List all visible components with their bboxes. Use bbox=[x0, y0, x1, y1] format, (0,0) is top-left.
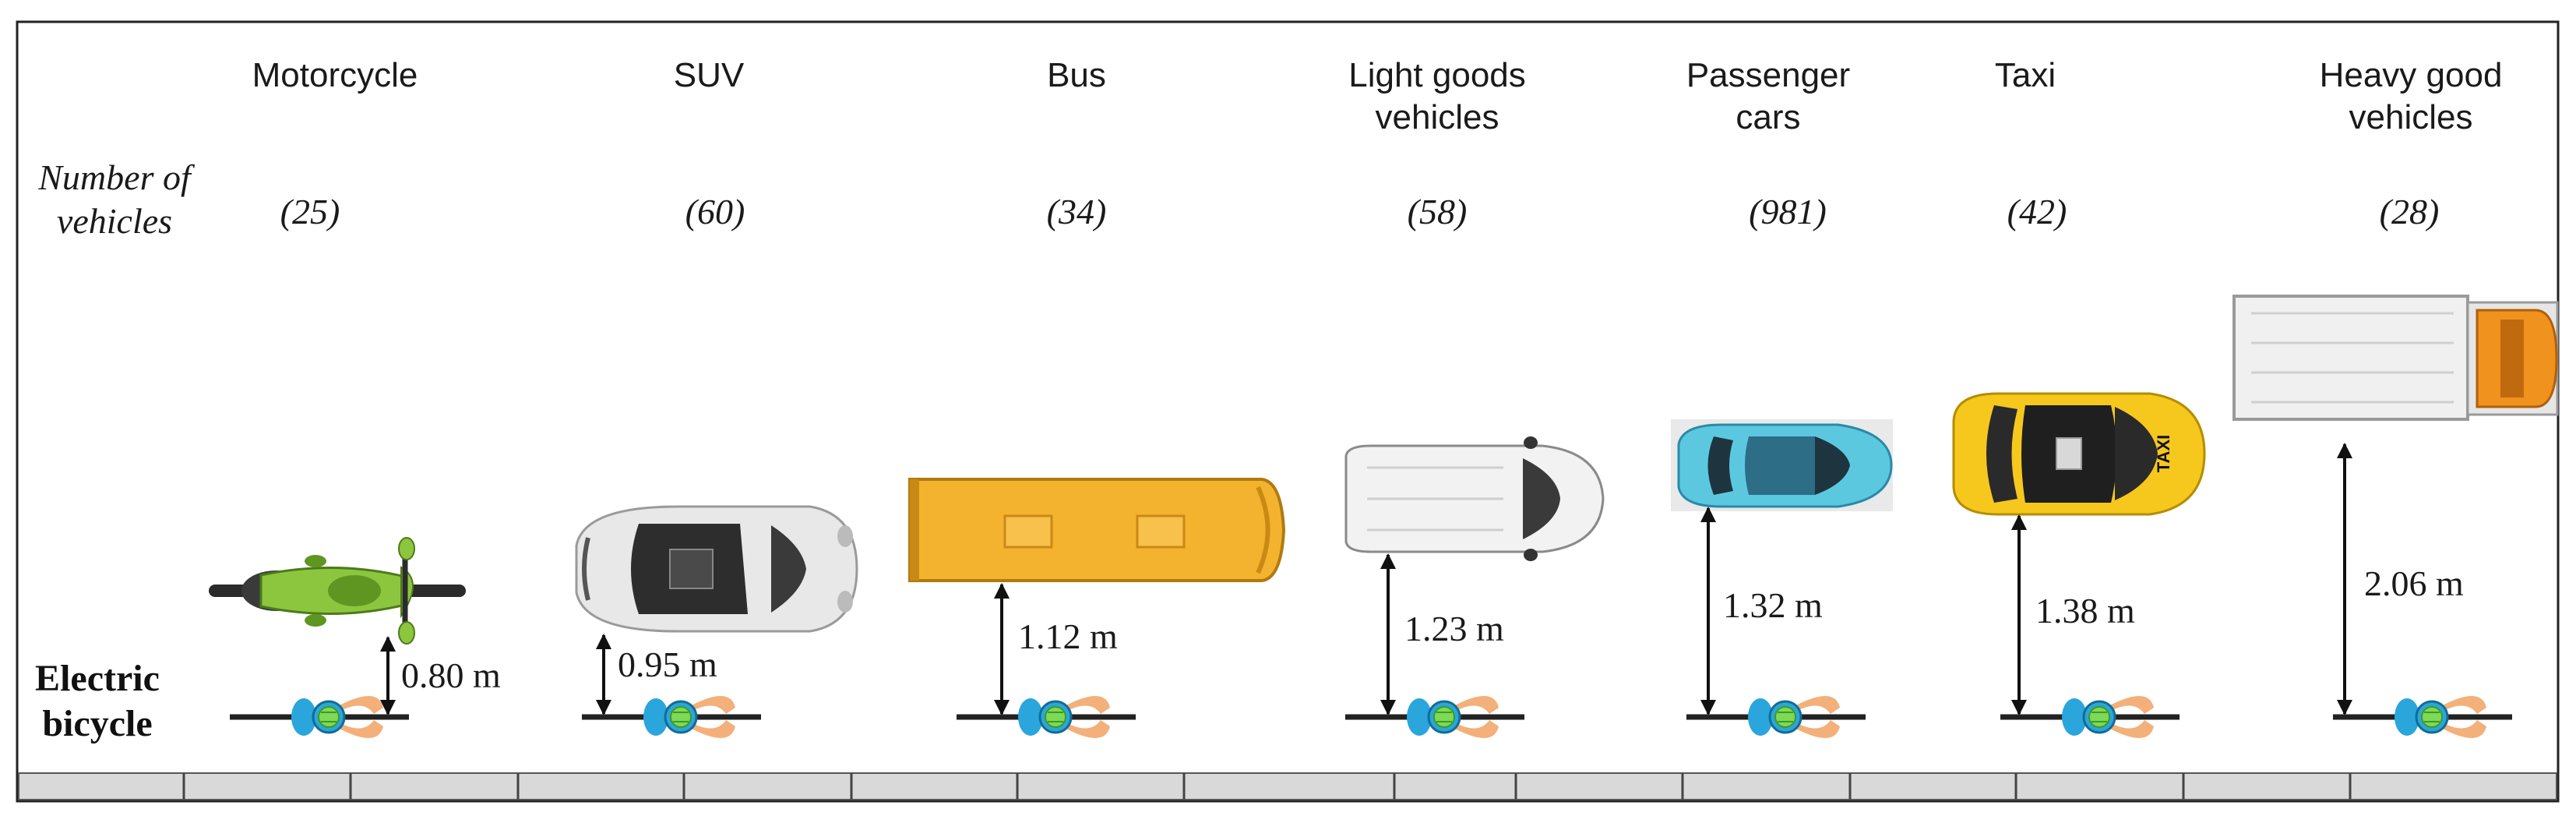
motorcycle-icon bbox=[209, 537, 466, 645]
electric-bicycle-icon bbox=[230, 696, 409, 738]
rider-row-header: Electric bicycle bbox=[19, 656, 175, 747]
vehicle-count-passenger-cars: (981) bbox=[1749, 192, 1827, 231]
vehicle-label-bus: Bus bbox=[1047, 56, 1106, 94]
taxi-roof-sign: TAXI bbox=[2154, 435, 2173, 472]
vehicle-count-bus: (34) bbox=[1046, 192, 1107, 231]
electric-bicycle-icon bbox=[1686, 696, 1866, 738]
taxi-icon: TAXI bbox=[1952, 392, 2206, 516]
count-header-line2: vehicles bbox=[56, 201, 173, 241]
rider-header-line2: bicycle bbox=[42, 703, 153, 744]
vehicle-label-suv: SUV bbox=[673, 56, 745, 94]
distance-label-suv: 0.95 m bbox=[618, 645, 717, 684]
vehicle-count-motorcycle: (25) bbox=[280, 192, 340, 231]
electric-bicycle-icon bbox=[582, 696, 761, 738]
vehicle-count-taxi: (42) bbox=[2007, 192, 2067, 231]
passenger-car-icon bbox=[1671, 419, 1893, 511]
electric-bicycle-icon bbox=[2000, 696, 2180, 738]
electric-bicycle-icon bbox=[1345, 696, 1524, 738]
vehicle-count-light-goods: (58) bbox=[1407, 192, 1468, 231]
count-row-header: Number of vehicles bbox=[17, 156, 212, 243]
electric-bicycle-riders bbox=[230, 696, 2512, 738]
distance-arrows bbox=[380, 443, 2352, 715]
count-header-line1: Number of bbox=[38, 157, 191, 197]
light-goods-van-icon bbox=[1344, 436, 1605, 561]
bus-icon bbox=[908, 478, 1286, 582]
vehicle-label-taxi: Taxi bbox=[1994, 56, 2056, 94]
distance-label-light-goods: 1.23 m bbox=[1404, 609, 1504, 648]
distance-label-passenger-cars: 1.32 m bbox=[1723, 585, 1823, 625]
vehicle-count-suv: (60) bbox=[685, 192, 745, 231]
heavy-goods-truck-icon bbox=[2232, 295, 2559, 421]
vehicle-label-motorcycle: Motorcycle bbox=[252, 56, 418, 94]
curb-strip bbox=[18, 772, 2557, 800]
distance-label-heavy-goods: 2.06 m bbox=[2364, 563, 2464, 603]
distance-label-motorcycle: 0.80 m bbox=[401, 655, 501, 695]
vehicle-count-heavy-goods: (28) bbox=[2379, 192, 2440, 231]
distance-label-bus: 1.12 m bbox=[1018, 616, 1118, 656]
rider-header-line1: Electric bbox=[35, 658, 160, 699]
suv-icon bbox=[575, 505, 858, 633]
electric-bicycle-icon bbox=[957, 696, 1136, 738]
distance-label-taxi: 1.38 m bbox=[2035, 591, 2135, 630]
electric-bicycle-icon bbox=[2333, 696, 2512, 738]
